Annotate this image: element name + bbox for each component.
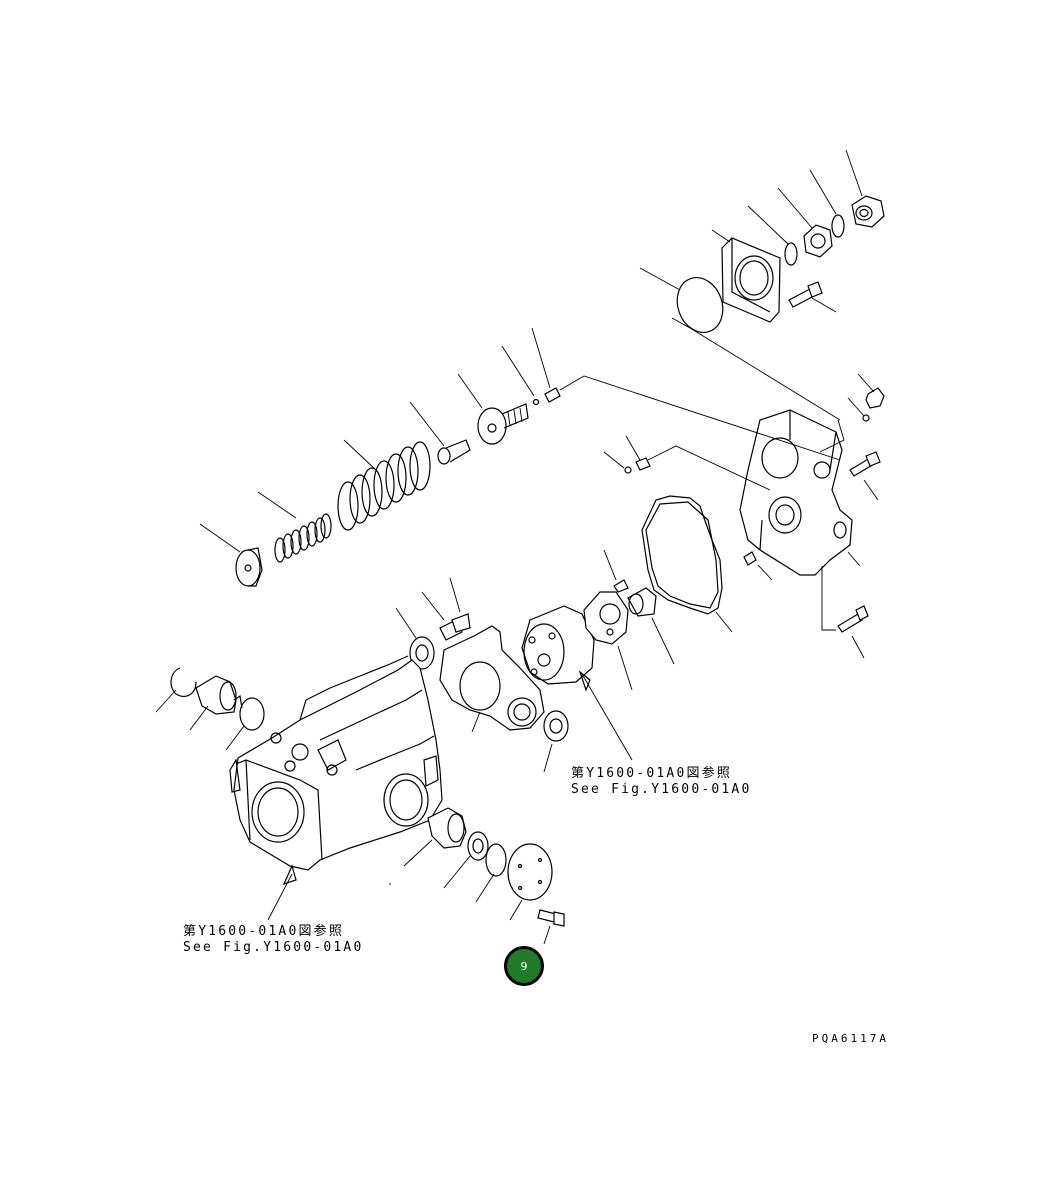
plug-o-ring-part xyxy=(624,466,632,474)
gasket-part xyxy=(641,495,723,615)
reference-label-en: See Fig.Y1600-01A0 xyxy=(183,940,364,955)
inner-spring-part xyxy=(274,513,332,563)
outer-spring-part xyxy=(337,441,431,531)
o-ring-tiny-part xyxy=(862,414,870,422)
reference-label-housing: 第Y1600-01A0図参照 See Fig.Y1600-01A0 xyxy=(183,924,363,956)
pump-housing-part xyxy=(229,655,443,871)
housing-bolt-part xyxy=(849,451,881,477)
figure-code: PQA6117A xyxy=(812,1032,889,1045)
valve-plate-part xyxy=(583,591,629,645)
lock-nut-part xyxy=(544,387,561,403)
plug-part xyxy=(635,457,651,471)
cover-plate-part xyxy=(507,843,553,901)
shaft-part xyxy=(195,675,243,715)
shaft-o-ring-part xyxy=(239,697,265,731)
cylinder-block-part xyxy=(521,605,595,685)
reference-label-en: See Fig.Y1600-01A0 xyxy=(571,782,752,797)
plug-small-part xyxy=(865,387,885,409)
cradle-part xyxy=(439,625,545,731)
adapter-nut-part xyxy=(803,224,833,258)
servo-piston-part xyxy=(427,807,467,849)
adjusting-screw-part xyxy=(477,403,529,445)
o-ring-part xyxy=(784,242,798,266)
arrow-head xyxy=(578,670,591,692)
snap-ring-part xyxy=(170,667,197,697)
piston-o-ring-part xyxy=(485,843,507,877)
nut-part xyxy=(851,195,885,228)
flange-part xyxy=(721,237,781,323)
reference-label-jp: 第Y1600-01A0図参照 xyxy=(571,766,733,781)
spring-seat-part xyxy=(235,547,263,587)
o-ring-small-part xyxy=(831,214,845,238)
large-o-ring-part xyxy=(676,277,724,333)
part-callout-9[interactable]: 9 xyxy=(504,946,544,986)
housing-arrow-head xyxy=(282,864,297,885)
cover-bolt-part xyxy=(837,605,869,633)
valve-plate-pin-part xyxy=(613,579,629,593)
flange-bolt-part xyxy=(788,281,823,308)
front-bearing-part xyxy=(543,710,569,742)
bearing-part xyxy=(409,636,435,670)
small-o-ring-part xyxy=(532,398,540,406)
washer-part xyxy=(467,831,489,861)
reference-label-cylinder: 第Y1600-01A0図参照 See Fig.Y1600-01A0 xyxy=(571,766,751,798)
reference-label-jp: 第Y1600-01A0図参照 xyxy=(183,924,345,939)
end-cover-part xyxy=(739,409,853,576)
spring-guide-part xyxy=(437,439,471,465)
bushing-part xyxy=(627,587,657,617)
dowel-pin-part xyxy=(743,551,757,566)
cover-plate-bolt-part xyxy=(537,909,565,927)
